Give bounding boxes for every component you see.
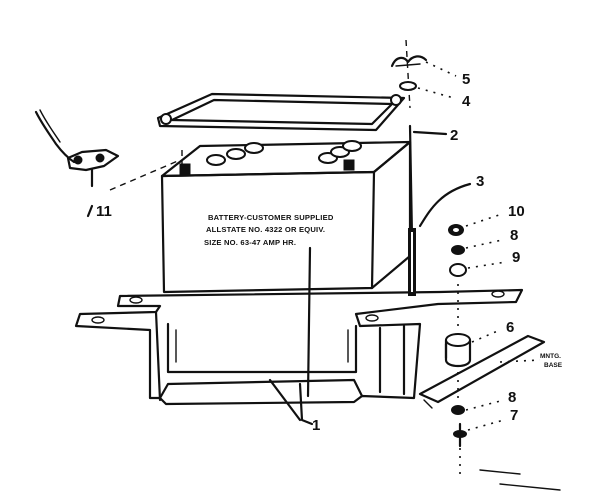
terminal-clamp [34,109,183,191]
callout-8-upper: 8 [510,227,518,244]
battery-bracket [74,288,524,406]
hold-down-rod [405,39,416,296]
flat-washer-9-icon [449,261,507,277]
lockwasher-8-lower-icon [451,399,505,415]
battery-label-line1: BATTERY-CUSTOMER SUPPLIED [208,213,334,222]
bolt-7-icon [453,419,505,448]
callout-1: 1 [312,417,320,434]
callout-3: 3 [476,173,484,190]
wing-nut-icon [390,55,457,77]
callout-5: 5 [462,71,470,88]
leader-11 [86,204,94,218]
battery-cap-icon [206,140,362,166]
mounting-base-label-line2: BASE [544,362,563,369]
battery-label-line3: SIZE NO. 63-47 AMP HR. [204,238,296,247]
leader-2 [412,130,448,136]
battery-label-line2: ALLSTATE NO. 4322 OR EQUIV. [206,225,325,234]
leader-1 [268,378,314,426]
callout-7: 7 [510,407,518,424]
mounting-base: MNTG. BASE [418,334,563,409]
battery: BATTERY-CUSTOMER SUPPLIED ALLSTATE NO. 4… [160,140,412,398]
nut-10-icon [448,213,503,236]
mounting-base-label-line1: MNTG. [540,353,561,360]
callout-4: 4 [462,93,471,110]
callout-8-lower: 8 [508,389,516,406]
callout-6: 6 [506,319,514,336]
callout-2: 2 [450,127,458,144]
callout-9: 9 [512,249,520,266]
leader-3 [418,182,472,228]
callout-10: 10 [508,203,525,220]
lockwasher-8-icon [451,239,503,255]
spacer-6-icon [444,329,501,368]
scan-marks [479,469,561,491]
washer-icon [399,81,455,99]
callout-11: 11 [96,203,112,220]
hold-down-frame [156,92,406,132]
